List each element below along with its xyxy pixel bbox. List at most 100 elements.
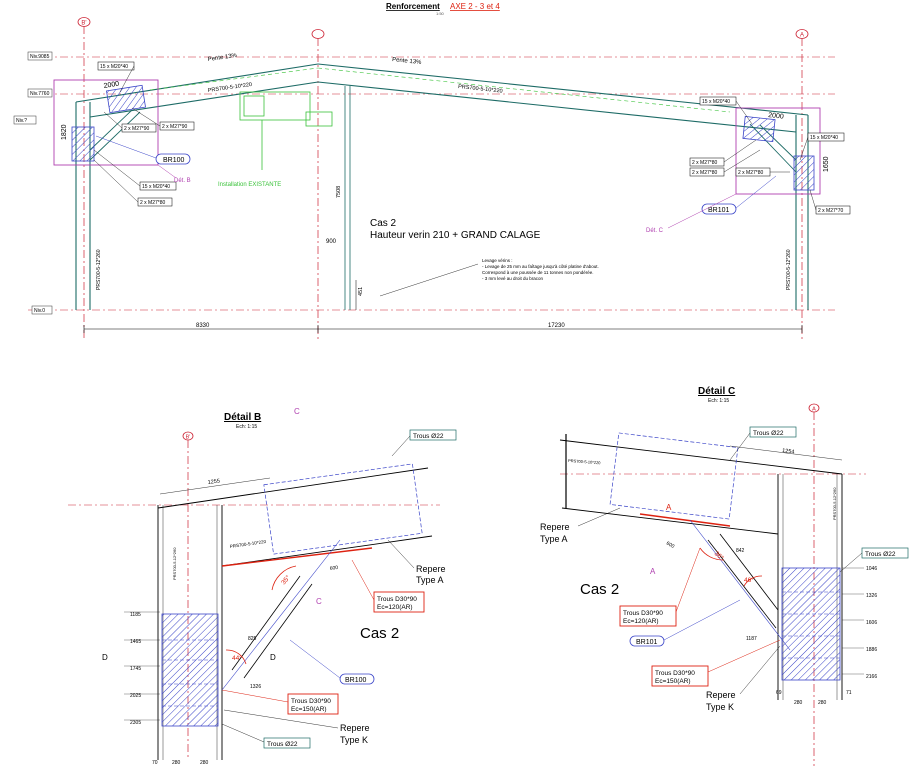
detail-b-angle-arc-35 <box>271 565 297 591</box>
slope-right: Pente 13% <box>392 57 422 66</box>
detail-b: Détail B Ech: 1:15 B' <box>68 407 457 766</box>
reinforcement-plate-right-top <box>742 116 776 142</box>
dim-7508: 7508 <box>336 186 342 198</box>
detail-b-profile: PRS700-5-10*220 <box>229 539 266 549</box>
title-main: Renforcement <box>386 2 440 11</box>
callout-det-c: Dét. C <box>646 228 664 234</box>
svg-text:Levage vérins :: Levage vérins : <box>482 258 513 263</box>
svg-text:15 x M20*40: 15 x M20*40 <box>810 135 838 141</box>
svg-text:2 x M27*80: 2 x M27*80 <box>692 160 718 166</box>
detail-box-b <box>53 79 159 166</box>
bolt-label-l1: 15 x M20*40 <box>97 61 135 71</box>
detail-b-axis-bubble: B' <box>182 431 194 441</box>
callout-det-b: Dét. B <box>174 178 191 184</box>
detail-b-dim-1326: 1326 <box>250 684 261 690</box>
svg-text:1606: 1606 <box>866 620 877 626</box>
bolt-leaders-left <box>93 65 161 203</box>
detail-b-col-profile: PRS700-5-12*260 <box>172 547 177 580</box>
svg-text:280: 280 <box>794 700 803 706</box>
detail-b-bottom-dims: 70 280 280 <box>152 760 209 766</box>
knee-brace-left <box>89 109 141 161</box>
dim-2000-left: 2000 <box>103 81 120 90</box>
existing-installation <box>239 91 333 170</box>
detail-c-repere-a-1: Repere <box>540 522 570 532</box>
svg-text:Niv.9085: Niv.9085 <box>30 54 50 60</box>
detail-b-repere-a-2: Type A <box>416 575 444 585</box>
detail-c-scale: Ech: 1:15 <box>708 398 729 404</box>
detail-b-section-d-left: D <box>102 653 108 662</box>
detail-b-trous-d30-150: Trous D30*90 Ec=150(AR) <box>287 693 339 715</box>
dim-900: 900 <box>326 239 337 245</box>
detail-c-section-a-top: A <box>666 503 672 512</box>
detail-b-brace <box>231 575 313 679</box>
detail-c-trous-d30-150: Trous D30*90 Ec=150(AR) <box>651 665 709 687</box>
detail-b-rafter <box>157 467 433 567</box>
rafter-right-profile: PRS700-5-10*220 <box>458 84 503 95</box>
svg-text:280: 280 <box>200 760 209 766</box>
svg-text:280: 280 <box>818 700 827 706</box>
span-right: 17230 <box>548 323 565 329</box>
slope-left: Pente 13% <box>207 53 238 63</box>
svg-text:Niv.7760: Niv.7760 <box>30 91 50 97</box>
detail-c-repere-k-1: Repere <box>706 690 736 700</box>
svg-text:Trous D30*90: Trous D30*90 <box>623 610 663 617</box>
svg-text:1886: 1886 <box>866 647 877 653</box>
svg-text:Trous D30*90: Trous D30*90 <box>377 596 417 603</box>
detail-c-title: Détail C <box>698 386 735 397</box>
bolt-label-r1: 15 x M20*40 <box>699 96 737 106</box>
svg-text:Ec=120(AR): Ec=120(AR) <box>377 604 413 611</box>
svg-text:- 3 mm levé au droit du bracon: - 3 mm levé au droit du bracon <box>482 276 544 281</box>
detail-c-section-a-bottom: A <box>650 567 656 576</box>
svg-text:- Levage de 25 mm au faîtage j: - Levage de 25 mm au faîtage jusqu'à côt… <box>482 264 599 269</box>
detail-c-repere-a-2: Type A <box>540 534 568 544</box>
svg-text:Trous Ø22: Trous Ø22 <box>413 433 444 440</box>
svg-text:2 x M27*80: 2 x M27*80 <box>692 170 718 176</box>
svg-text:2 x M27*90: 2 x M27*90 <box>124 126 150 132</box>
bolt-label-l4: 15 x M20*40 <box>139 181 177 191</box>
detail-c-angle-46: 46° <box>744 576 754 584</box>
detail-c-trous-d30-120: Trous D30*90 Ec=120(AR) <box>619 605 677 627</box>
svg-text:2166: 2166 <box>866 674 877 680</box>
br100-tag: BR100 <box>155 153 191 165</box>
detail-c-column-plate <box>781 567 841 681</box>
bolt-label-r4: 2 x M27*80 <box>689 167 725 177</box>
svg-text:Trous Ø22: Trous Ø22 <box>865 551 896 558</box>
detail-b-dim-1255: 1255 <box>207 478 220 486</box>
svg-text:71: 71 <box>846 690 852 696</box>
detail-b-weld-line <box>221 547 373 567</box>
cas-line-1: Cas 2 <box>370 218 397 229</box>
svg-text:2305: 2305 <box>130 720 141 726</box>
detail-b-dim-600: 600 <box>329 565 338 572</box>
detail-b-br-tag: BR100 <box>339 673 375 685</box>
detail-b-scale: Ech: 1:15 <box>236 424 257 430</box>
svg-text:BR100: BR100 <box>345 677 367 684</box>
detail-b-section-c-bottom: C <box>316 597 322 606</box>
detail-b-column-plate-rows <box>162 639 218 707</box>
detail-c-trous22-right: Trous Ø22 <box>861 547 909 559</box>
detail-c-weld-line <box>639 513 731 527</box>
column-left-profile: PRS700-5-12*260 <box>96 249 102 290</box>
reinforcement-plate-right-column <box>793 155 815 191</box>
detail-b-angle-arc-44 <box>225 649 247 665</box>
rafter-right <box>317 63 809 133</box>
svg-text:Trous Ø22: Trous Ø22 <box>267 741 298 748</box>
svg-text:70: 70 <box>152 760 158 766</box>
detail-b-title: Détail B <box>224 412 261 423</box>
detail-b-angle-44: 44° <box>232 654 242 662</box>
svg-text:B': B' <box>186 435 191 441</box>
detail-b-repere-a-1: Repere <box>416 564 446 574</box>
detail-c-brace <box>707 533 779 629</box>
svg-text:Niv.?: Niv.? <box>16 118 27 124</box>
detail-c-dim-600: 600 <box>665 541 675 550</box>
detail-c-bottom-dims: 69 280 280 71 <box>776 690 852 706</box>
bolt-label-r2: 15 x M20*40 <box>807 132 845 142</box>
levage-note: Levage vérins : - Levage de 25 mm au faî… <box>482 258 599 281</box>
svg-text:1745: 1745 <box>130 666 141 672</box>
rafter-left-axis <box>149 67 319 91</box>
dim-2000-right: 2000 <box>768 112 784 121</box>
cas-line-2: Hauteur verin 210 + GRAND CALAGE <box>370 230 541 241</box>
bolt-leaders-right <box>723 100 817 211</box>
dim-1820: 1820 <box>61 124 68 140</box>
svg-text:B': B' <box>81 21 86 27</box>
